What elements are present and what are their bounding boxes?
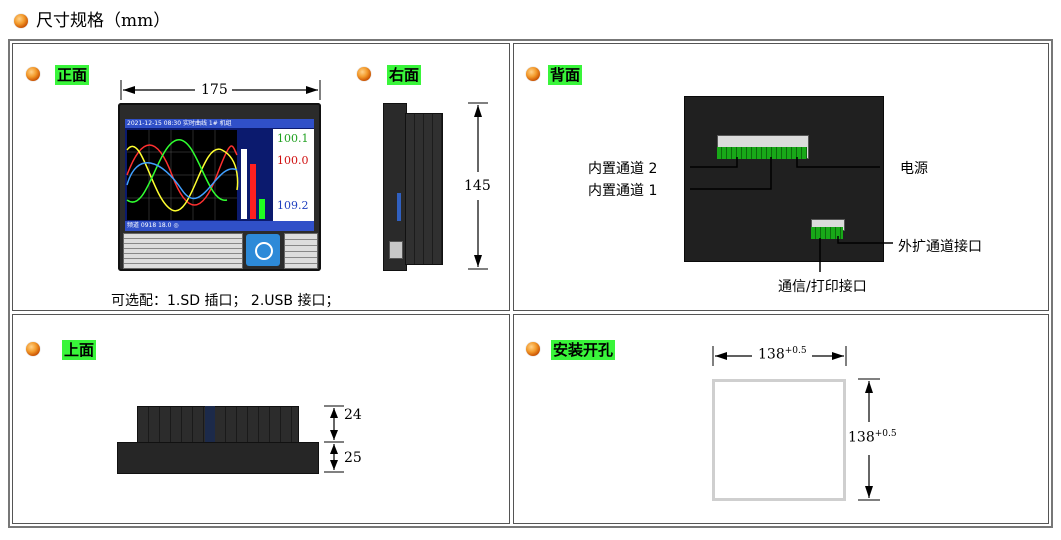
top-device (117, 406, 319, 474)
outer-frame (8, 39, 1053, 528)
title-bullet-icon (14, 14, 28, 28)
back-terminal-main-pins (717, 147, 807, 159)
screen-curves (126, 130, 239, 220)
top-bullet-icon (26, 342, 40, 356)
cutout-tag: 安装开孔 (551, 340, 616, 360)
front-width-label: 175 (201, 82, 228, 98)
front-keypad-right (284, 233, 318, 269)
top-tag: 上面 (62, 340, 97, 360)
front-knob-icon (255, 242, 273, 260)
front-device: 2021-12-15 08:30 实时曲线 1# 机组 100.1 100.0 … (118, 103, 321, 271)
back-label-power: 电源 (900, 161, 928, 177)
cutout-width-label: 138+0.5 (758, 346, 807, 363)
back-label-ch2: 内置通道 2 (588, 161, 658, 177)
top-dim-b: 25 (344, 450, 362, 466)
screen-value-3: 109.2 (277, 199, 309, 212)
page-title: 尺寸规格（mm） (36, 11, 171, 31)
panel-back (513, 43, 1049, 311)
back-device (684, 96, 884, 262)
panel-front-right (12, 43, 510, 311)
right-bullet-icon (357, 67, 371, 81)
front-keypad-left (123, 233, 243, 269)
front-bullet-icon (26, 67, 40, 81)
usb-port (389, 241, 403, 259)
back-label-ch1: 内置通道 1 (588, 183, 658, 199)
front-options-note: 可选配：1.SD 插口； 2.USB 接口； (111, 293, 340, 309)
screen-bar-3 (259, 199, 265, 219)
top-dim-a: 24 (344, 407, 362, 423)
cutout-height-label: 138+0.5 (848, 429, 897, 446)
screen-value-1: 100.1 (277, 132, 309, 145)
panel-cutout (513, 314, 1049, 524)
sd-slot (397, 193, 401, 221)
back-bullet-icon (526, 67, 540, 81)
panel-top (12, 314, 510, 524)
right-side-device (383, 103, 445, 271)
right-height-label: 145 (464, 178, 491, 194)
screen-value-panel (273, 129, 314, 221)
right-tag: 右面 (387, 65, 422, 85)
back-label-comm: 通信/打印接口 (778, 279, 867, 295)
back-tag: 背面 (548, 65, 583, 85)
back-terminal-ext-pins (811, 227, 843, 239)
screen-footer: 频道 0918 18.0 ◎ (125, 221, 314, 231)
back-label-ext: 外扩通道接口 (898, 239, 982, 255)
screen-value-2: 100.0 (277, 154, 309, 167)
cutout-bullet-icon (526, 342, 540, 356)
screen-bar-2 (250, 164, 256, 219)
screen-header: 2021-12-15 08:30 实时曲线 1# 机组 (125, 119, 314, 128)
screen-bar-1 (241, 149, 247, 219)
front-tag: 正面 (55, 65, 90, 85)
cutout-rectangle (712, 379, 846, 501)
front-screen: 2021-12-15 08:30 实时曲线 1# 机组 100.1 100.0 … (125, 119, 314, 231)
